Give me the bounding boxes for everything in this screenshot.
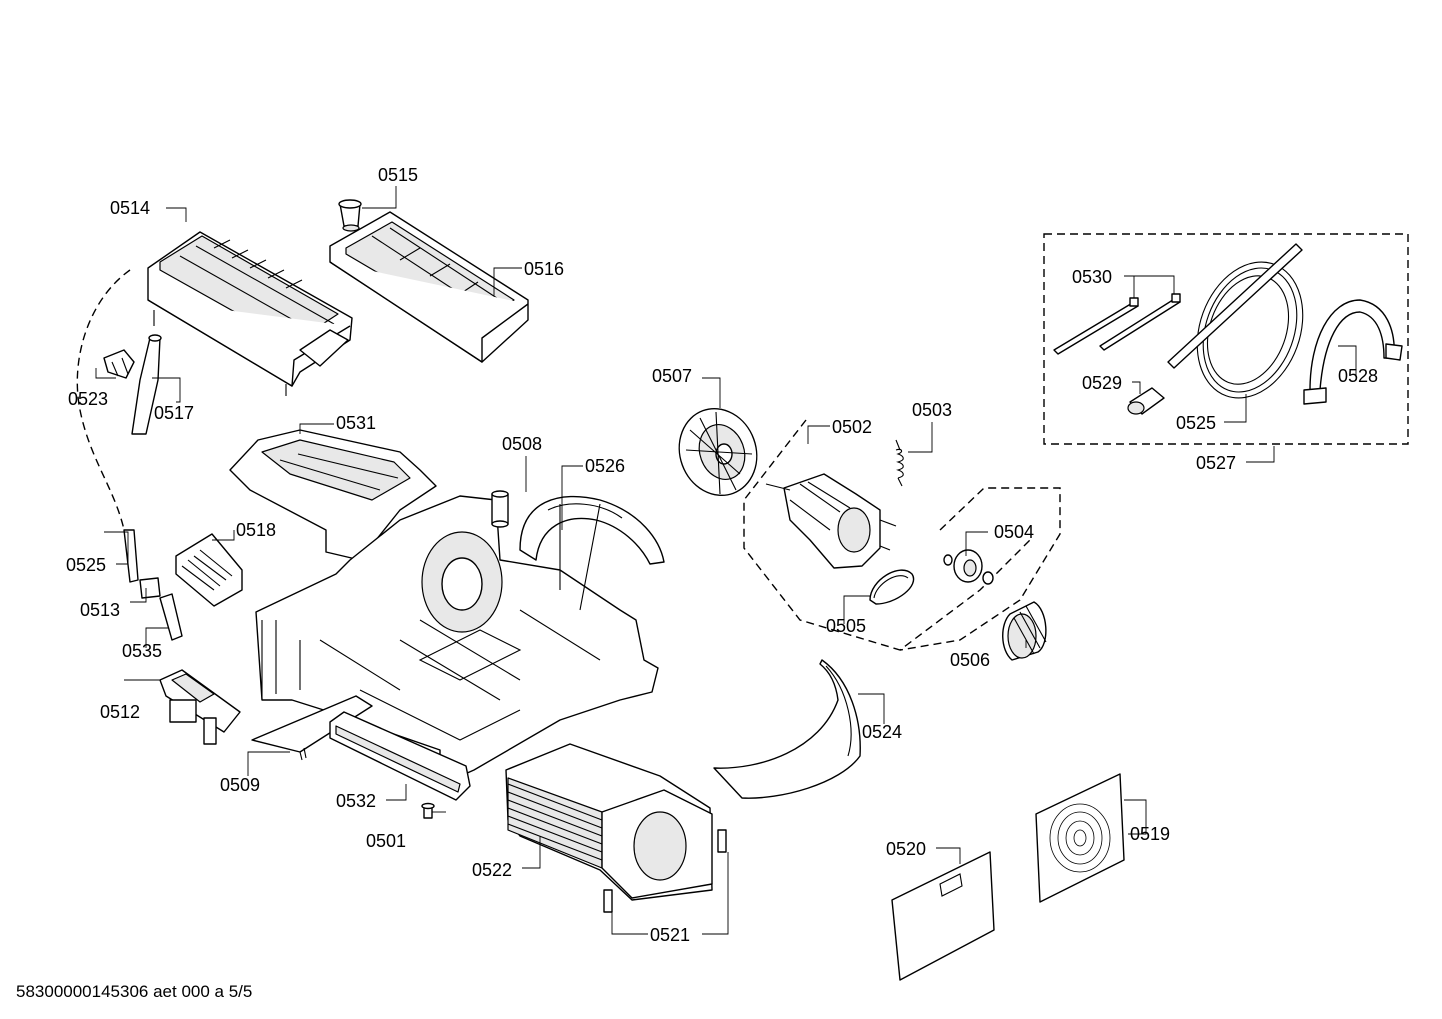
part-0528-hose-bracket[interactable] xyxy=(1303,299,1403,405)
part-0523-clip[interactable] xyxy=(103,349,135,379)
part-0515-funnel[interactable] xyxy=(338,199,362,232)
part-0514-water-container[interactable] xyxy=(147,231,353,396)
label-0518[interactable]: 0518 xyxy=(236,520,276,540)
label-0535[interactable]: 0535 xyxy=(122,641,162,661)
label-0516[interactable]: 0516 xyxy=(524,259,564,279)
part-0502-motor[interactable] xyxy=(743,419,1061,651)
label-0507[interactable]: 0507 xyxy=(652,366,692,386)
label-0524[interactable]: 0524 xyxy=(862,722,902,742)
part-0508-capacitor[interactable] xyxy=(491,490,509,528)
label-0531[interactable]: 0531 xyxy=(336,413,376,433)
label-0504[interactable]: 0504 xyxy=(994,522,1034,542)
label-0501[interactable]: 0501 xyxy=(366,831,406,851)
part-0512-pump[interactable] xyxy=(159,669,241,745)
part-0517-hose[interactable] xyxy=(131,334,162,435)
label-0521[interactable]: 0521 xyxy=(650,925,690,945)
part-0525-coiled-hose[interactable] xyxy=(1167,243,1321,413)
label-0506[interactable]: 0506 xyxy=(950,650,990,670)
label-0513[interactable]: 0513 xyxy=(80,600,120,620)
label-0522[interactable]: 0522 xyxy=(472,860,512,880)
label-0508[interactable]: 0508 xyxy=(502,434,542,454)
part-0526-drum-support[interactable] xyxy=(519,495,665,611)
label-0502[interactable]: 0502 xyxy=(832,417,872,437)
label-0520[interactable]: 0520 xyxy=(886,839,926,859)
label-0530[interactable]: 0530 xyxy=(1072,267,1112,287)
label-0532[interactable]: 0532 xyxy=(336,791,376,811)
label-0526[interactable]: 0526 xyxy=(585,456,625,476)
part-0532-honeycomb-filter[interactable] xyxy=(329,711,471,801)
part-0506-blower-wheel[interactable] xyxy=(1002,601,1047,661)
part-0516-container-cover[interactable] xyxy=(329,199,529,363)
part-0522-condenser[interactable] xyxy=(505,743,713,901)
part-0518-module[interactable] xyxy=(175,533,243,607)
part-0503-spring[interactable] xyxy=(895,439,904,487)
part-0520-service-cover[interactable] xyxy=(891,851,995,981)
label-0515[interactable]: 0515 xyxy=(378,165,418,185)
label-0527[interactable]: 0527 xyxy=(1196,453,1236,473)
label-0512[interactable]: 0512 xyxy=(100,702,140,722)
label-0523[interactable]: 0523 xyxy=(68,389,108,409)
drawing-reference-code: 58300000145306 aet 000 a 5/5 xyxy=(16,982,252,1001)
part-0525-drain-hose-left[interactable] xyxy=(76,269,139,583)
leader-lines xyxy=(95,186,1357,935)
label-0503[interactable]: 0503 xyxy=(912,400,952,420)
label-0514[interactable]: 0514 xyxy=(110,198,150,218)
label-0525-left[interactable]: 0525 xyxy=(66,555,106,575)
part-0507-fan-wheel[interactable] xyxy=(667,398,769,507)
label-0509[interactable]: 0509 xyxy=(220,775,260,795)
part-0519-fan-grille[interactable] xyxy=(1035,773,1125,903)
label-0517[interactable]: 0517 xyxy=(154,403,194,423)
part-0513-connector[interactable] xyxy=(139,577,161,599)
part-0504-pulley[interactable] xyxy=(943,549,994,585)
label-0528[interactable]: 0528 xyxy=(1338,366,1378,386)
label-0519[interactable]: 0519 xyxy=(1130,824,1170,844)
part-labels: 0514 0515 0516 0523 0517 0531 0508 0526 … xyxy=(66,165,1378,945)
part-0501-screw[interactable] xyxy=(421,802,435,819)
label-0529[interactable]: 0529 xyxy=(1082,373,1122,393)
part-0505-belt[interactable] xyxy=(869,569,915,605)
part-0535-hose-piece[interactable] xyxy=(159,593,183,641)
part-0521-screws[interactable] xyxy=(603,829,727,913)
part-0509-plate[interactable] xyxy=(251,695,373,761)
part-0529-hose-adapter[interactable] xyxy=(1127,387,1165,415)
label-0505[interactable]: 0505 xyxy=(826,616,866,636)
part-0530-cable-ties[interactable] xyxy=(1053,293,1181,355)
label-0525-kit[interactable]: 0525 xyxy=(1176,413,1216,433)
part-0527-accessory-kit[interactable] xyxy=(1043,233,1409,445)
part-0524-curved-seal[interactable] xyxy=(713,659,861,799)
part-0531-air-duct[interactable] xyxy=(229,429,437,561)
